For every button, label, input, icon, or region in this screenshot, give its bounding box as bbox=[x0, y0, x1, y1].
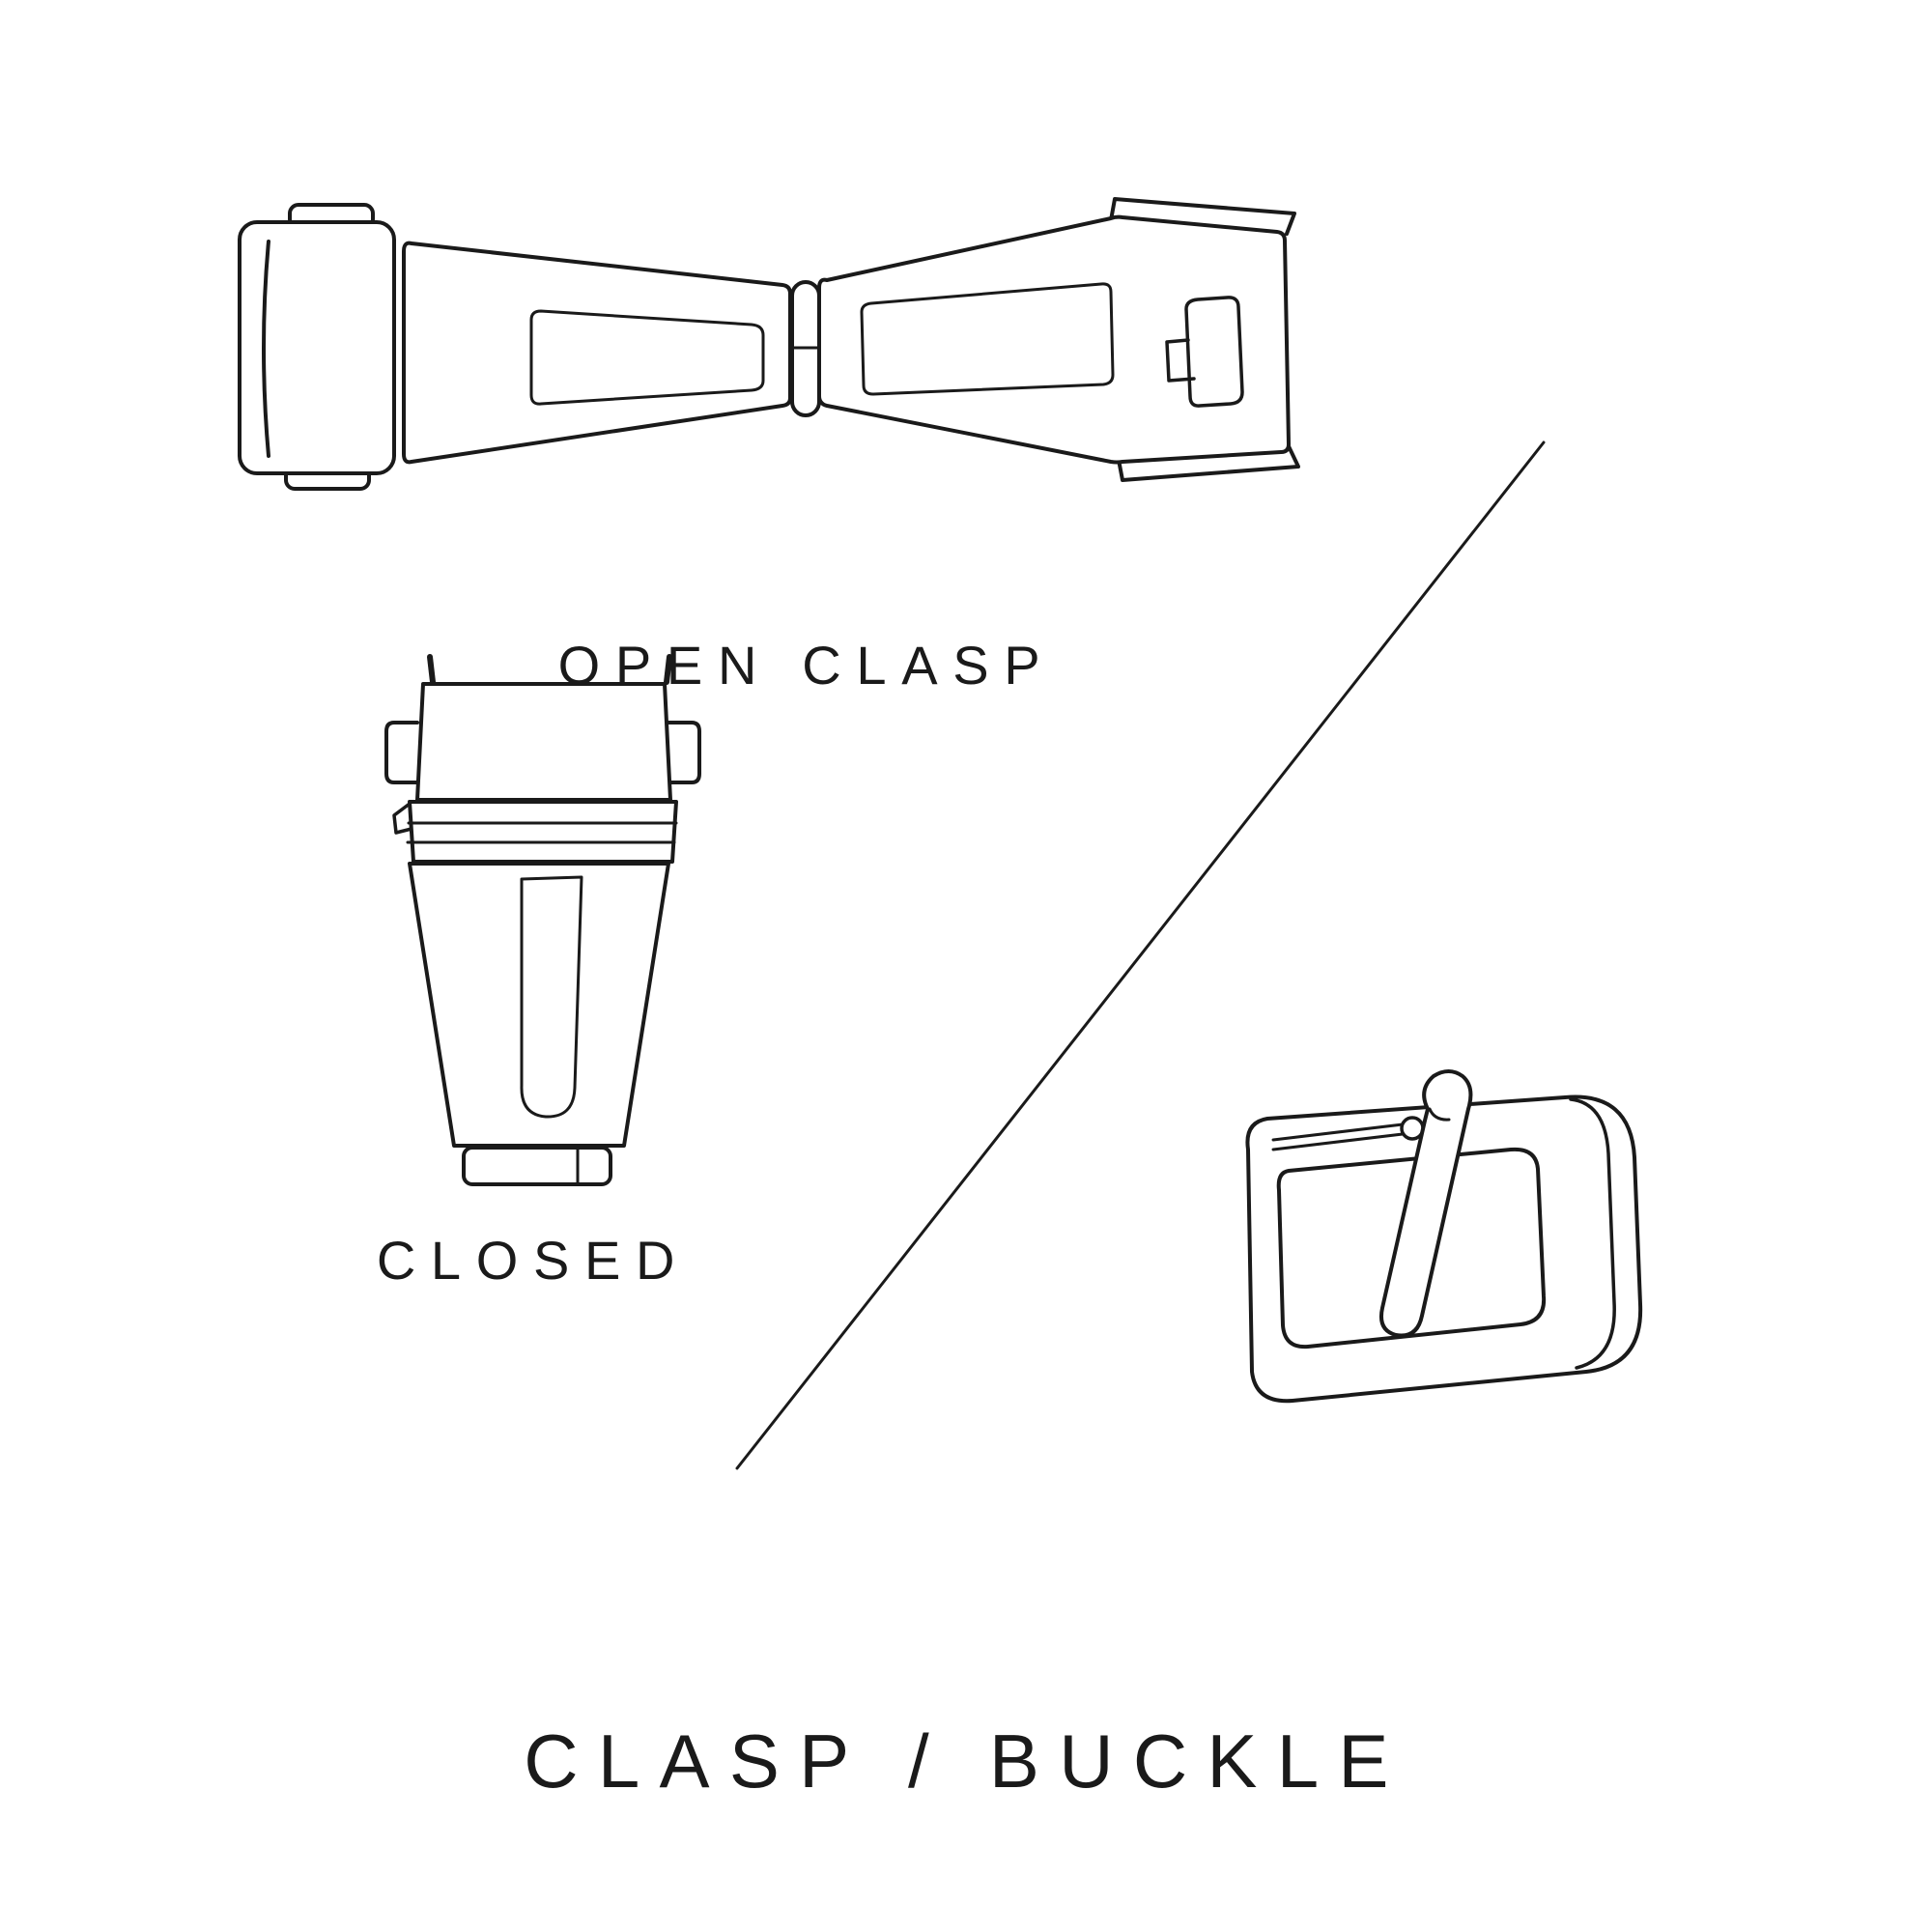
buckle-illustration bbox=[1245, 1069, 1643, 1404]
open-clasp-illustration bbox=[238, 197, 1300, 491]
closed-clasp-label: CLOSED bbox=[376, 1230, 691, 1291]
closed-clasp-illustration bbox=[384, 654, 701, 1186]
open-clasp-label: OPEN CLASP bbox=[557, 635, 1056, 696]
diagonal-divider bbox=[735, 440, 1546, 1470]
page-title: CLASP / BUCKLE bbox=[524, 1719, 1408, 1804]
